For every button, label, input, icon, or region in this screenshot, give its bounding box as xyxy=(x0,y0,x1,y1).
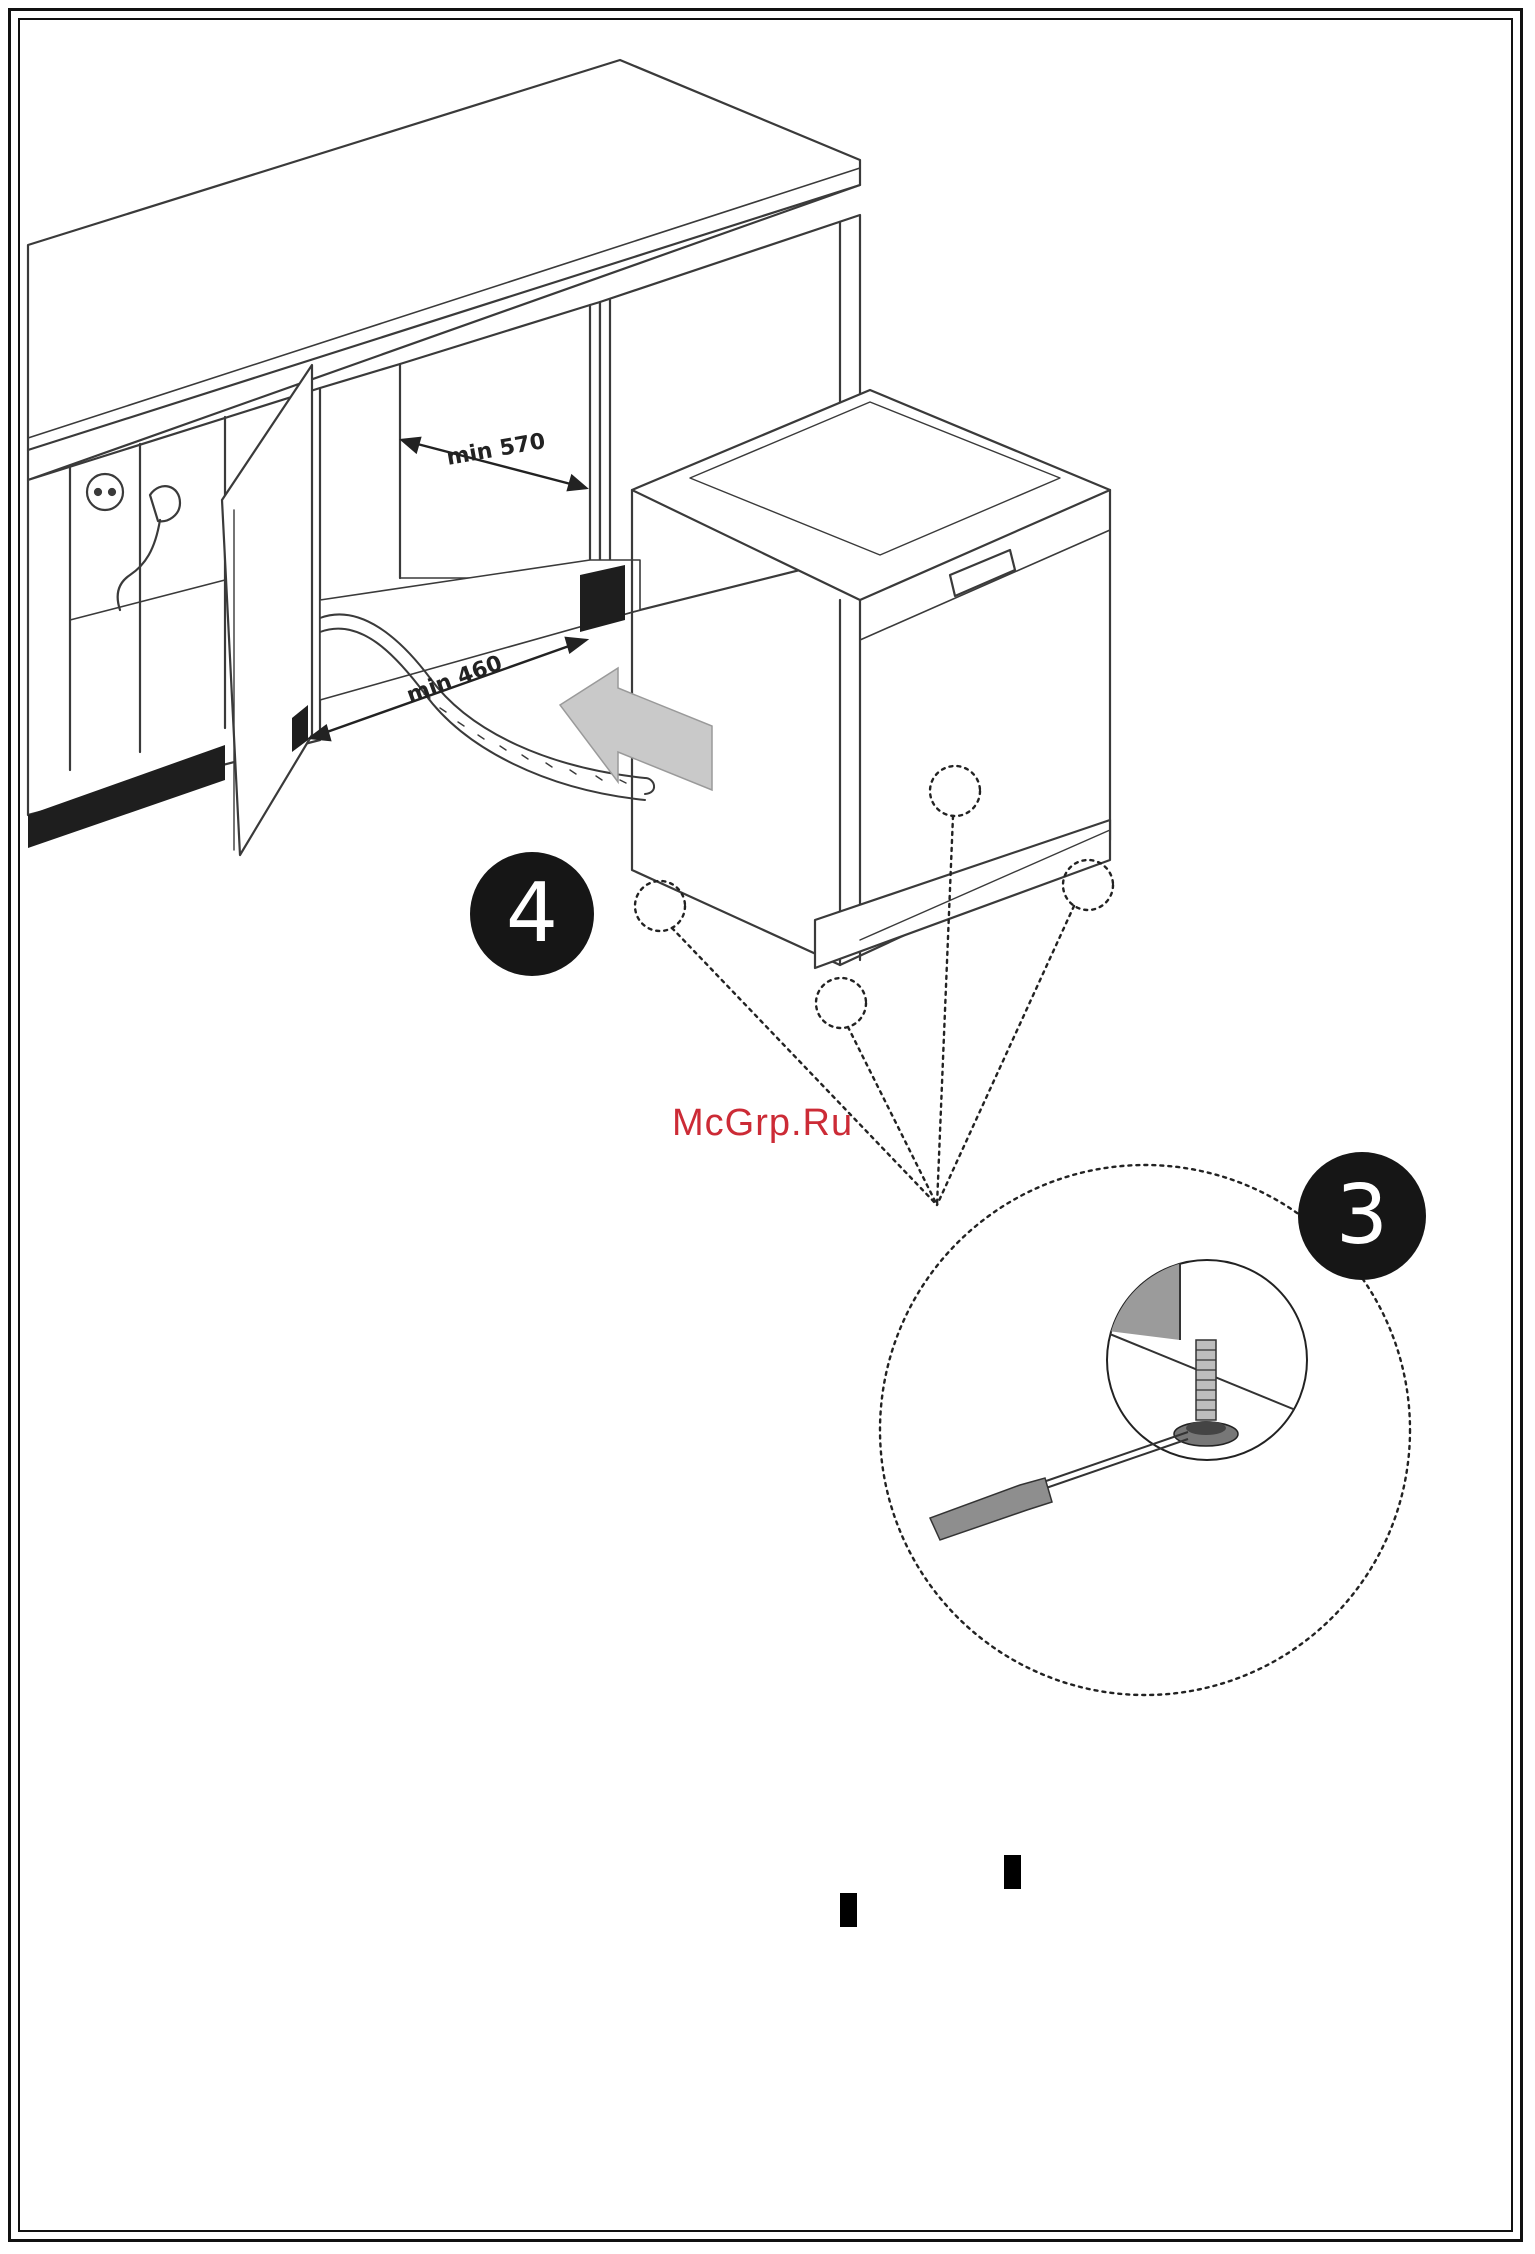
foot-callout-back xyxy=(930,766,980,816)
plinth-niche-side xyxy=(580,565,625,632)
step-3-badge: 3 xyxy=(1298,1152,1426,1280)
watermark: McGrp.Ru xyxy=(672,1102,853,1145)
dishwasher xyxy=(632,390,1110,968)
push-arrow xyxy=(560,668,712,790)
black-mark-right xyxy=(1004,1855,1021,1889)
leveling-foot-detail xyxy=(930,1220,1320,1540)
screwdriver-handle xyxy=(930,1478,1052,1540)
step-4-badge: 4 xyxy=(470,852,594,976)
black-mark-left xyxy=(840,1893,857,1927)
foot-callout-front-left xyxy=(635,881,685,931)
foot-callout-front-right xyxy=(816,978,866,1028)
